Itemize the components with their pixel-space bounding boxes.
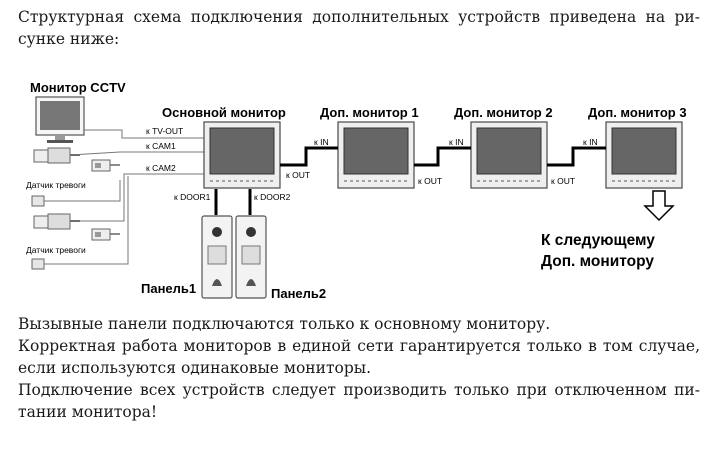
label-ext1-k-out: к OUT <box>418 176 442 186</box>
next-monitor-line-1: К следующему <box>541 232 655 249</box>
alarm-sensor-1-icon <box>31 195 45 207</box>
ext-monitor-1-title: Доп. монитор 1 <box>320 105 419 120</box>
ext-monitor-2-title: Доп. монитор 2 <box>454 105 553 120</box>
down-arrow-icon <box>643 190 675 222</box>
intro-line-2: сунке ниже: <box>18 30 120 48</box>
call-panel-2 <box>235 215 267 299</box>
call-panel-1 <box>201 215 233 299</box>
main-monitor-title: Основной монитор <box>162 105 286 120</box>
camera-1-icon <box>33 147 81 164</box>
main-monitor <box>203 121 281 189</box>
cctv-monitor <box>35 96 85 143</box>
next-monitor-line-2: Доп. монитору <box>541 253 654 270</box>
notes-paragraph: Вызывные панели подключаются только к ос… <box>18 313 700 423</box>
label-k-door2: к DOOR2 <box>254 192 291 202</box>
cctv-monitor-title: Монитор CCTV <box>30 80 126 95</box>
note-line-2: Корректная работа мониторов в единой сет… <box>18 337 700 355</box>
label-k-tv-out: к TV-OUT <box>146 126 183 136</box>
note-line-1: Вызывные панели подключаются только к ос… <box>18 315 551 333</box>
label-ext2-k-in: к IN <box>449 137 464 147</box>
label-ext2-k-out: к OUT <box>551 176 575 186</box>
power-supply-2-icon <box>91 228 121 241</box>
ext-monitor-3 <box>605 121 683 189</box>
label-ext1-k-in: к IN <box>314 137 329 147</box>
ext-monitor-3-title: Доп. монитор 3 <box>588 105 687 120</box>
intro-line-1: Структурная схема подключения дополнител… <box>18 8 700 26</box>
label-k-cam1: к CAM1 <box>146 141 176 151</box>
power-supply-1-icon <box>91 159 121 172</box>
note-line-3: если используются одинаковые мониторы. <box>18 359 372 377</box>
ext-monitor-2 <box>470 121 548 189</box>
label-main-k-out: к OUT <box>286 170 310 180</box>
note-line-4: Подключение всех устройств следует произ… <box>18 381 700 399</box>
alarm-sensor-1-label: Датчик тревоги <box>26 180 86 190</box>
label-ext3-k-in: к IN <box>583 137 598 147</box>
alarm-sensor-2-icon <box>31 258 45 270</box>
ext-monitor-1 <box>337 121 415 189</box>
intro-paragraph: Структурная схема подключения дополнител… <box>18 6 700 50</box>
panel-2-label: Панель2 <box>271 286 326 301</box>
alarm-sensor-2-label: Датчик тревоги <box>26 245 86 255</box>
label-k-door1: к DOOR1 <box>174 192 211 202</box>
note-line-5: тании монитора! <box>18 403 158 421</box>
panel-1-label: Панель1 <box>141 281 196 296</box>
label-k-cam2: к CAM2 <box>146 163 176 173</box>
